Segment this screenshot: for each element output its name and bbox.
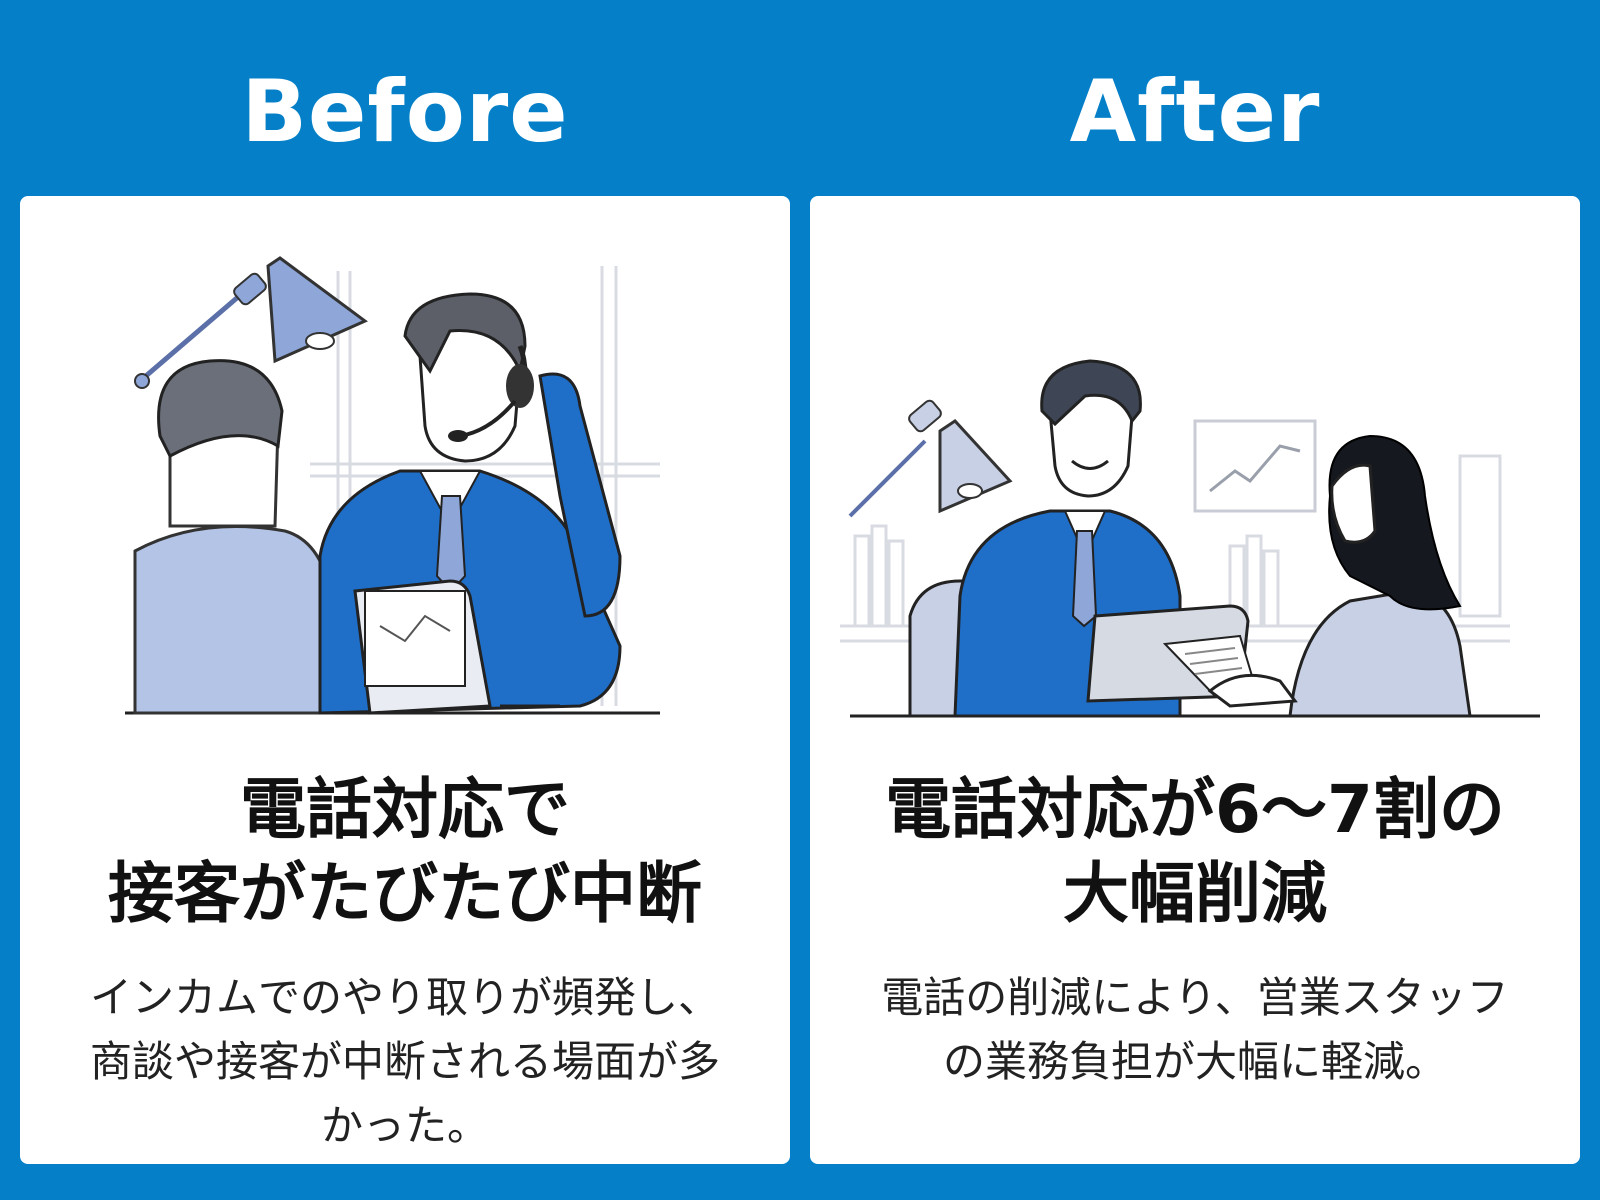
after-heading: After — [1069, 62, 1321, 162]
after-card: 電話対応が6〜7割の 大幅削減 電話の削減により、営業スタッフ の業務負担が大幅… — [810, 196, 1580, 1164]
after-headline-line: 大幅削減 — [1063, 855, 1327, 932]
before-heading: Before — [241, 62, 569, 162]
before-description-line: かった。 — [320, 1101, 489, 1150]
before-headline-line: 接客がたびたび中断 — [108, 855, 702, 932]
before-headline: 電話対応で 接客がたびたび中断 — [20, 768, 790, 936]
after-headline: 電話対応が6〜7割の 大幅削減 — [810, 768, 1580, 936]
before-description-line: インカムでのやり取りが頻発し、 — [89, 973, 720, 1022]
before-card: 電話対応で 接客がたびたび中断 インカムでのやり取りが頻発し、 商談や接客が中断… — [20, 196, 790, 1164]
before-headline-line: 電話対応で — [240, 771, 570, 848]
after-headline-line: 電話対応が6〜7割の — [885, 771, 1505, 848]
after-description-line: の業務負担が大幅に軽減。 — [942, 1037, 1447, 1086]
before-description-line: 商談や接客が中断される場面が多 — [89, 1037, 720, 1086]
after-description: 電話の削減により、営業スタッフ の業務負担が大幅に軽減。 — [810, 966, 1580, 1094]
after-illustration-icon — [840, 359, 1540, 718]
before-illustration-icon — [125, 256, 660, 715]
after-description-line: 電話の削減により、営業スタッフ — [881, 973, 1509, 1022]
before-description: インカムでのやり取りが頻発し、 商談や接客が中断される場面が多 かった。 — [20, 966, 790, 1158]
